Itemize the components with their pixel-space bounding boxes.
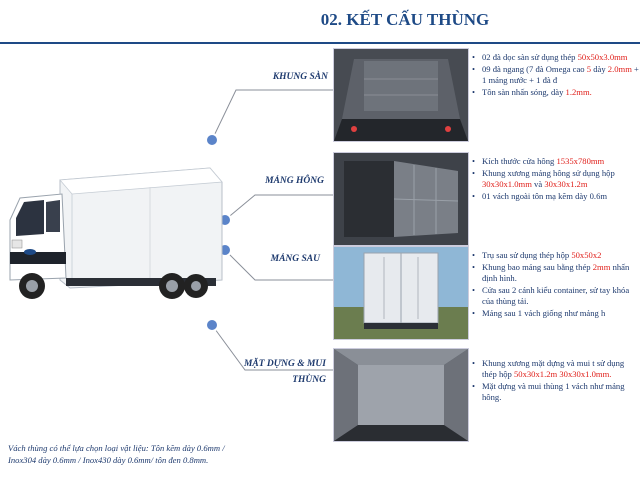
- section-label-side: MẢNG HÔNG: [265, 176, 324, 186]
- spec-text: nhấn định hình.: [482, 262, 630, 283]
- spec-bullet: Cửa sau 2 cánh kiểu container, sử tay kh…: [472, 285, 640, 307]
- spec-value: 50x50x3.0mm: [577, 52, 628, 62]
- bullets-rear: Trụ sau sử dụng thép hộp 50x50x2Khung ba…: [472, 250, 640, 319]
- spec-text: và: [531, 179, 545, 189]
- material-note: Vách thùng có thể lựa chọn loại vật liệu…: [8, 442, 308, 466]
- spec-bullet: 02 đà dọc sàn sử dụng thép 50x50x3.0mm: [472, 52, 640, 63]
- spec-value: 1535x780mm: [556, 156, 605, 166]
- spec-text: dày: [591, 64, 608, 74]
- spec-text: 02 đà dọc sàn sử dụng thép: [482, 52, 578, 62]
- spec-value: 30x30x1.0mm: [482, 179, 532, 189]
- spec-text: Tôn sàn nhấn sóng, dày: [482, 87, 566, 97]
- bullets-floor: 02 đà dọc sàn sử dụng thép 50x50x3.0mm09…: [472, 52, 640, 98]
- spec-text: Kích thước cửa hông: [482, 156, 557, 166]
- spec-value: 5: [586, 64, 592, 74]
- desc-floor: 02 đà dọc sàn sử dụng thép 50x50x3.0mm09…: [472, 52, 640, 99]
- spec-text: 01 vách ngoài tôn mạ kẽm dày 0.6m: [482, 191, 608, 201]
- spec-bullet: Mảng sau 1 vách giống như mảng h: [472, 308, 640, 319]
- photo-floor-frame: [333, 48, 469, 142]
- spec-text: Khung xương mảng hông sử dụng hộp: [482, 168, 615, 178]
- desc-side: Kích thước cửa hông 1535x780mmKhung xươn…: [472, 156, 640, 203]
- header-divider: [0, 42, 640, 44]
- connector-dot-floor: [205, 133, 219, 147]
- connector-dot-roof: [205, 318, 219, 332]
- spec-text: Trụ sau sử dụng thép hộp: [482, 250, 572, 260]
- spec-bullet: Trụ sau sử dụng thép hộp 50x50x2: [472, 250, 640, 261]
- spec-value: 2mm: [592, 262, 611, 272]
- spec-bullet: Kích thước cửa hông 1535x780mm: [472, 156, 640, 167]
- bullets-side: Kích thước cửa hông 1535x780mmKhung xươn…: [472, 156, 640, 202]
- page-title: 02. KẾT CẤU THÙNG: [320, 10, 490, 29]
- spec-bullet: Khung bao mảng sau bằng thép 2mm nhấn đị…: [472, 262, 640, 284]
- spec-text: 09 đà ngang (7 đà Omega cao: [482, 64, 587, 74]
- material-note-line2: Inox304 dày 0.6mm / Inox430 dày 0.6mm/ t…: [8, 455, 209, 465]
- spec-bullet: Mặt dựng và mui thùng 1 vách như mảng hô…: [472, 381, 640, 403]
- spec-value: 30x30x1.0mm.: [559, 369, 612, 379]
- spec-value: 50x50x2: [571, 250, 602, 260]
- spec-text: Mặt dựng và mui thùng 1 vách như mảng hô…: [482, 381, 625, 402]
- spec-bullet: Khung xương mặt dựng và mui t sử dụng th…: [472, 358, 640, 380]
- spec-value: 1.2mm.: [565, 87, 592, 97]
- desc-roof: Khung xương mặt dựng và mui t sử dụng th…: [472, 358, 640, 404]
- spec-text: Cửa sau 2 cánh kiểu container, sử tay kh…: [482, 285, 630, 306]
- spec-bullet: Tôn sàn nhấn sóng, dày 1.2mm.: [472, 87, 640, 98]
- spec-text: Mảng sau 1 vách giống như mảng h: [482, 308, 606, 318]
- desc-rear: Trụ sau sử dụng thép hộp 50x50x2Khung ba…: [472, 250, 640, 320]
- bullets-roof: Khung xương mặt dựng và mui t sử dụng th…: [472, 358, 640, 403]
- photo-rear-doors: [333, 246, 469, 340]
- truck-illustration: [9, 167, 223, 299]
- spec-bullet: 01 vách ngoài tôn mạ kẽm dày 0.6m: [472, 191, 640, 202]
- spec-value: 50x30x1.2m: [513, 369, 558, 379]
- spec-value: 30x30x1.2m: [544, 179, 588, 189]
- section-label-floor: KHUNG SÀN: [272, 72, 328, 82]
- section-label-roof: MẶT DỰNG & MUI THÙNG: [220, 356, 326, 388]
- spec-text: + 1 máng nước + 1 đà đ: [482, 64, 639, 85]
- section-label-roof-text: MẶT DỰNG & MUI THÙNG: [243, 359, 326, 385]
- photo-side-panel: [333, 152, 469, 246]
- spec-value: 2.0mm: [607, 64, 632, 74]
- material-note-line1: Vách thùng có thể lựa chọn loại vật liệu…: [8, 443, 225, 453]
- spec-text: Khung xương mặt dựng và mui t sử dụng th…: [482, 358, 625, 379]
- photo-front-roof: [333, 348, 469, 442]
- spec-bullet: Khung xương mảng hông sử dụng hộp 30x30x…: [472, 168, 640, 190]
- section-label-rear: MẢNG SAU: [270, 254, 320, 264]
- spec-bullet: 09 đà ngang (7 đà Omega cao 5 dày 2.0mm …: [472, 64, 640, 86]
- spec-text: Khung bao mảng sau bằng thép: [482, 262, 593, 272]
